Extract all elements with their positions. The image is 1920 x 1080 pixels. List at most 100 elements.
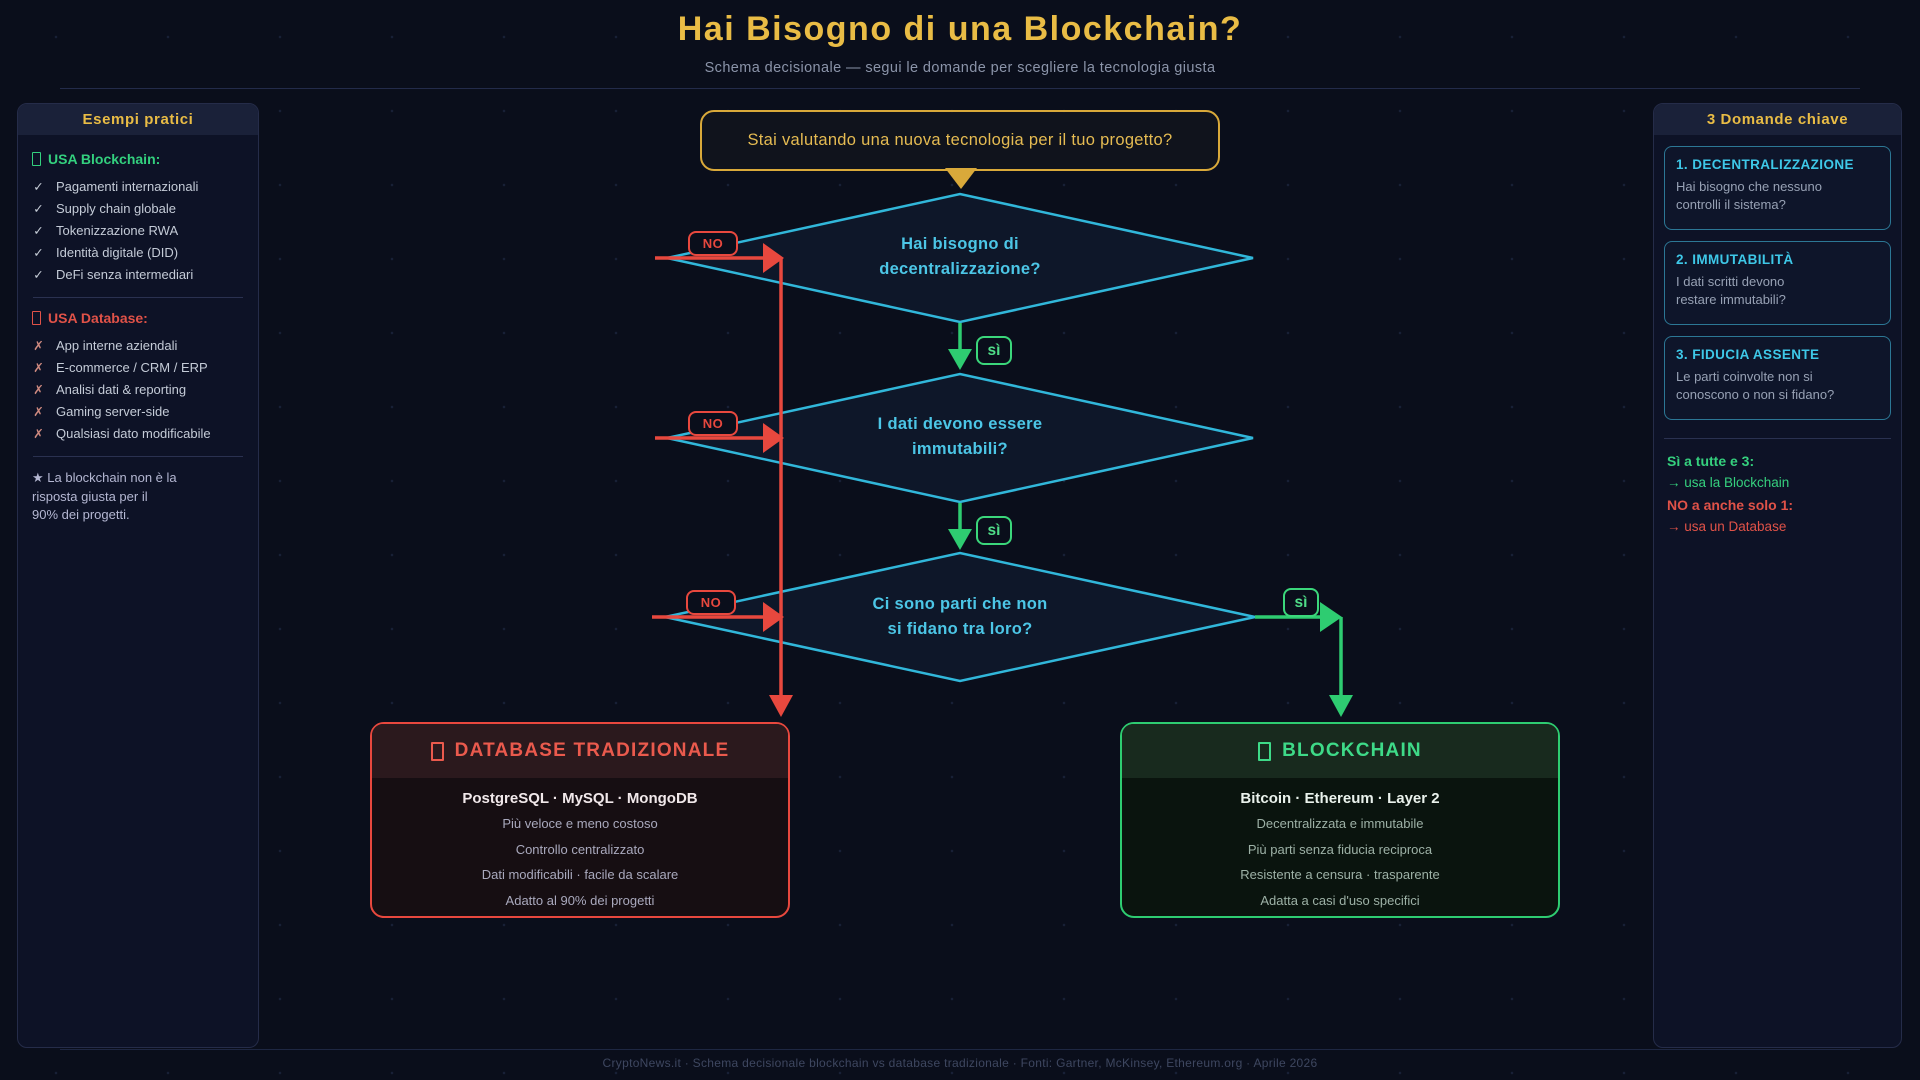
list-item-label: Pagamenti internazionali [56,178,199,194]
cross-icon: ✗ [33,404,44,419]
no-badge-2: NO [688,411,738,436]
footer-divider [60,1049,1860,1050]
cross-icon: ✗ [33,338,44,353]
page-title: Hai Bisogno di una Blockchain? [677,10,1243,48]
verdict-yes-result: → usa la Blockchain [1667,475,1790,490]
question-card-line: Hai bisogno che nessuno [1676,179,1822,194]
cross-icon: ✗ [33,382,44,397]
yes-badge-2: sì [976,516,1012,545]
use-database-list: ✗App interne aziendali ✗E-commerce / CRM… [32,334,244,444]
list-item: ✗ App interne aziendali [32,334,244,356]
section-divider [1664,438,1891,439]
list-item-label: App interne aziendali [56,337,178,353]
list-item: ✗ Qualsiasi dato modificabile [32,422,244,444]
left-panel: Esempi pratici USA Blockchain: ✓Pagament… [17,103,259,1048]
question-card-line: restare immutabili? [1676,292,1786,307]
list-item-label: Identità digitale (DID) [56,244,179,260]
right-panel: 3 Domande chiave 1. DECENTRALIZZAZIONE H… [1653,103,1902,1048]
list-item: ✓Supply chain globale [32,197,244,219]
check-icon: ✓ [33,179,44,194]
decision-2-line1: I dati devono essere [877,415,1043,433]
question-card-title: 3. FIDUCIA ASSENTE [1676,347,1820,362]
blockchain-result-box: BLOCKCHAIN Bitcoin · Ethereum · Layer 2 … [1120,722,1560,918]
section-divider [33,456,243,457]
check-icon: ✓ [33,201,44,216]
verdict-summary: Sì a tutte e 3: → usa la Blockchain NO a… [1654,451,1901,541]
yes-connector-2 [948,503,972,550]
blockchain-box-title: BLOCKCHAIN [1282,740,1422,761]
header-divider [60,88,1860,89]
use-blockchain-list: ✓ Pagamenti internazionali ✓Supply chain … [32,175,244,285]
use-database-heading: USA Database: [32,310,244,326]
check-icon: ✓ [33,267,44,282]
decision-1-label: Hai bisogno di decentralizzazione? [800,232,1120,282]
decision-1-line1: Hai bisogno di [901,235,1019,253]
note-line: ★ La blockchain non è la [32,470,177,485]
list-item-label: Analisi dati & reporting [56,381,187,397]
question-card-line: controlli il sistema? [1676,197,1786,212]
list-item-label: Tokenizzazione RWA [56,222,179,238]
question-card-body: I dati scritti devono restare immutabili… [1676,273,1879,309]
decision-1-line2: decentralizzazione? [879,260,1041,278]
note-line: risposta giusta per il [32,488,148,504]
list-item: ✓ DeFi senza intermediari [32,263,244,285]
list-item: ✓ Identità digitale (DID) [32,241,244,263]
missing-emoji-icon [32,311,41,325]
yes-badge-1: sì [976,336,1012,365]
verdict-yes-heading: Sì a tutte e 3: [1667,453,1755,469]
decision-diamond-2 [666,372,1254,504]
list-item-label: Qualsiasi dato modificabile [56,425,211,441]
check-icon: ✓ [33,245,44,260]
database-tech-line: PostgreSQL · MySQL · MongoDB [462,790,698,807]
decision-diamond-1 [666,192,1254,324]
footer-text: CryptoNews.it · Schema decisionale block… [602,1056,1318,1070]
blockchain-feature: Decentralizzata e immutabile [1256,816,1424,831]
list-item-label: DeFi senza intermediari [56,266,194,282]
yes-connector-1 [948,323,972,370]
decision-3-line1: Ci sono parti che non [872,595,1048,613]
start-node: Stai valutando una nuova tecnologia per … [700,110,1220,171]
blockchain-box-header: BLOCKCHAIN [1122,724,1558,778]
list-item: ✗ Gaming server-side [32,400,244,422]
database-result-box: DATABASE TRADIZIONALE PostgreSQL · MySQL… [370,722,790,918]
no-trunk-connector [769,258,793,717]
database-feature: Adatto al 90% dei progetti [505,892,655,908]
blockchain-feature: Più parti senza fiducia reciproca [1247,841,1433,857]
list-item: ✗ Analisi dati & reporting [32,378,244,400]
blockchain-feature: Adatta a casi d'uso specifici [1260,892,1420,908]
list-item-label: E-commerce / CRM / ERP [56,359,208,375]
list-item: ✓ Pagamenti internazionali [32,175,244,197]
note-line: 90% dei progetti. [32,507,130,522]
missing-emoji-icon [430,741,444,761]
left-panel-body: USA Blockchain: ✓ Pagamenti internazional… [18,135,258,525]
database-feature: Dati modificabili · facile da scalare [481,867,679,882]
question-card-3: 3. FIDUCIA ASSENTE Le parti coinvolte no… [1664,336,1891,420]
question-card-line: I dati scritti devono [1676,274,1785,289]
start-arrow-icon [945,168,977,189]
list-item-label: Gaming server-side [56,403,170,419]
database-box-header: DATABASE TRADIZIONALE [372,724,788,778]
question-card-1: 1. DECENTRALIZZAZIONE Hai bisogno che ne… [1664,146,1891,230]
blockchain-feature: Resistente a censura · trasparente [1240,867,1440,882]
no-badge-3: NO [686,590,736,615]
question-card-2: 2. IMMUTABILITÀ I dati scritti devono re… [1664,241,1891,325]
database-box-title: DATABASE TRADIZIONALE [454,740,730,761]
page-subtitle: Schema decisionale — segui le domande pe… [704,60,1216,76]
question-card-line: Le parti coinvolte non si [1676,369,1813,384]
verdict-no-heading: NO a anche solo 1: [1667,497,1794,513]
question-card-line: conoscono o non si fidano? [1676,387,1835,402]
use-blockchain-heading: USA Blockchain: [32,151,244,167]
missing-emoji-icon [1258,741,1272,761]
list-item: ✗E-commerce / CRM / ERP [32,356,244,378]
no-badge-1: NO [688,231,738,256]
decision-3-label: Ci sono parti che non si fidano tra loro… [800,592,1120,642]
no-connector-3 [652,602,784,632]
decision-2-label: I dati devono essere immutabili? [800,412,1120,462]
verdict-no-result: → usa un Database [1667,519,1787,534]
database-feature: Controllo centralizzato [515,841,645,857]
cross-icon: ✗ [33,426,44,441]
right-panel-title: 3 Domande chiave [1654,104,1901,135]
missing-emoji-icon [32,152,41,166]
use-blockchain-heading-label: USA Blockchain: [48,151,161,167]
